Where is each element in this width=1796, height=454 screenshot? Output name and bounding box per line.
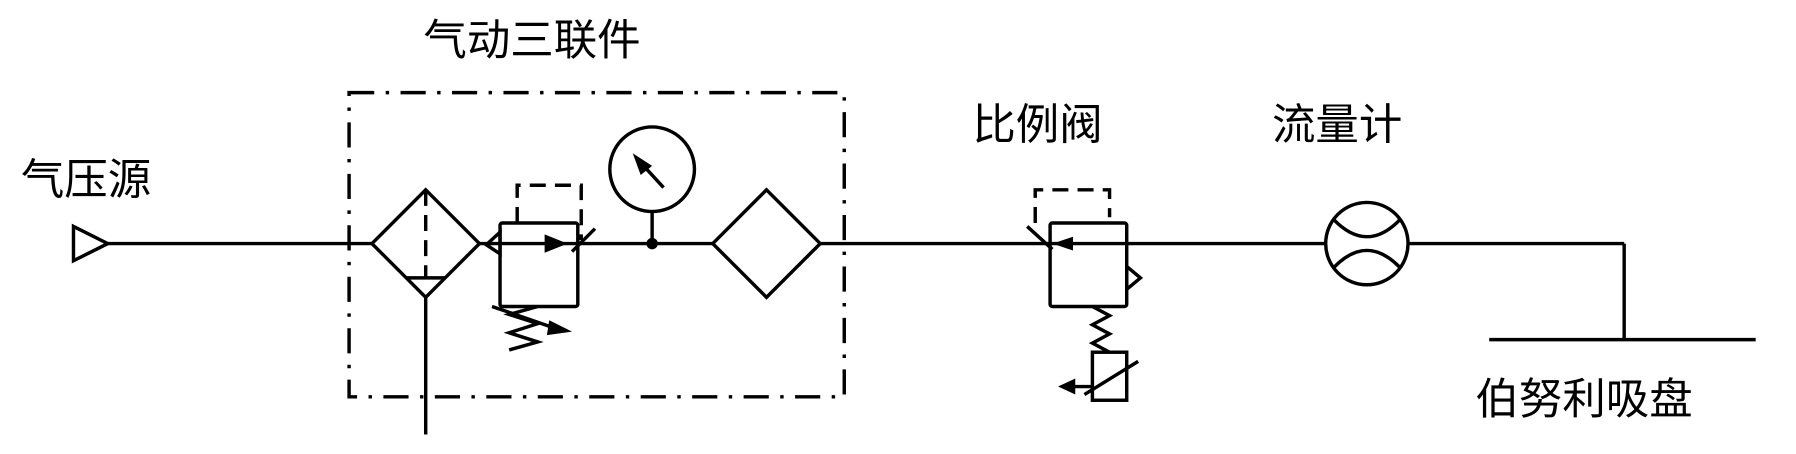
flow-meter-symbol <box>1323 200 1410 287</box>
lubricator-symbol <box>710 187 823 300</box>
proportional-valve-label: 比例阀 <box>972 101 1102 151</box>
proportional-valve-symbol <box>1026 188 1144 402</box>
air-source-label: 气压源 <box>21 155 151 205</box>
flow-meter-label: 流量计 <box>1272 101 1402 151</box>
air-source-symbol <box>71 223 112 264</box>
main-pipeline <box>107 241 1626 340</box>
frl-unit-enclosure <box>347 90 846 399</box>
pressure-regulator-symbol <box>483 183 597 352</box>
bernoulli-gripper-label: 伯努利吸盘 <box>1476 375 1693 425</box>
frl-unit-label: 气动三联件 <box>423 16 640 66</box>
pressure-gauge-symbol <box>608 125 697 250</box>
filter-drain-symbol <box>369 187 482 435</box>
